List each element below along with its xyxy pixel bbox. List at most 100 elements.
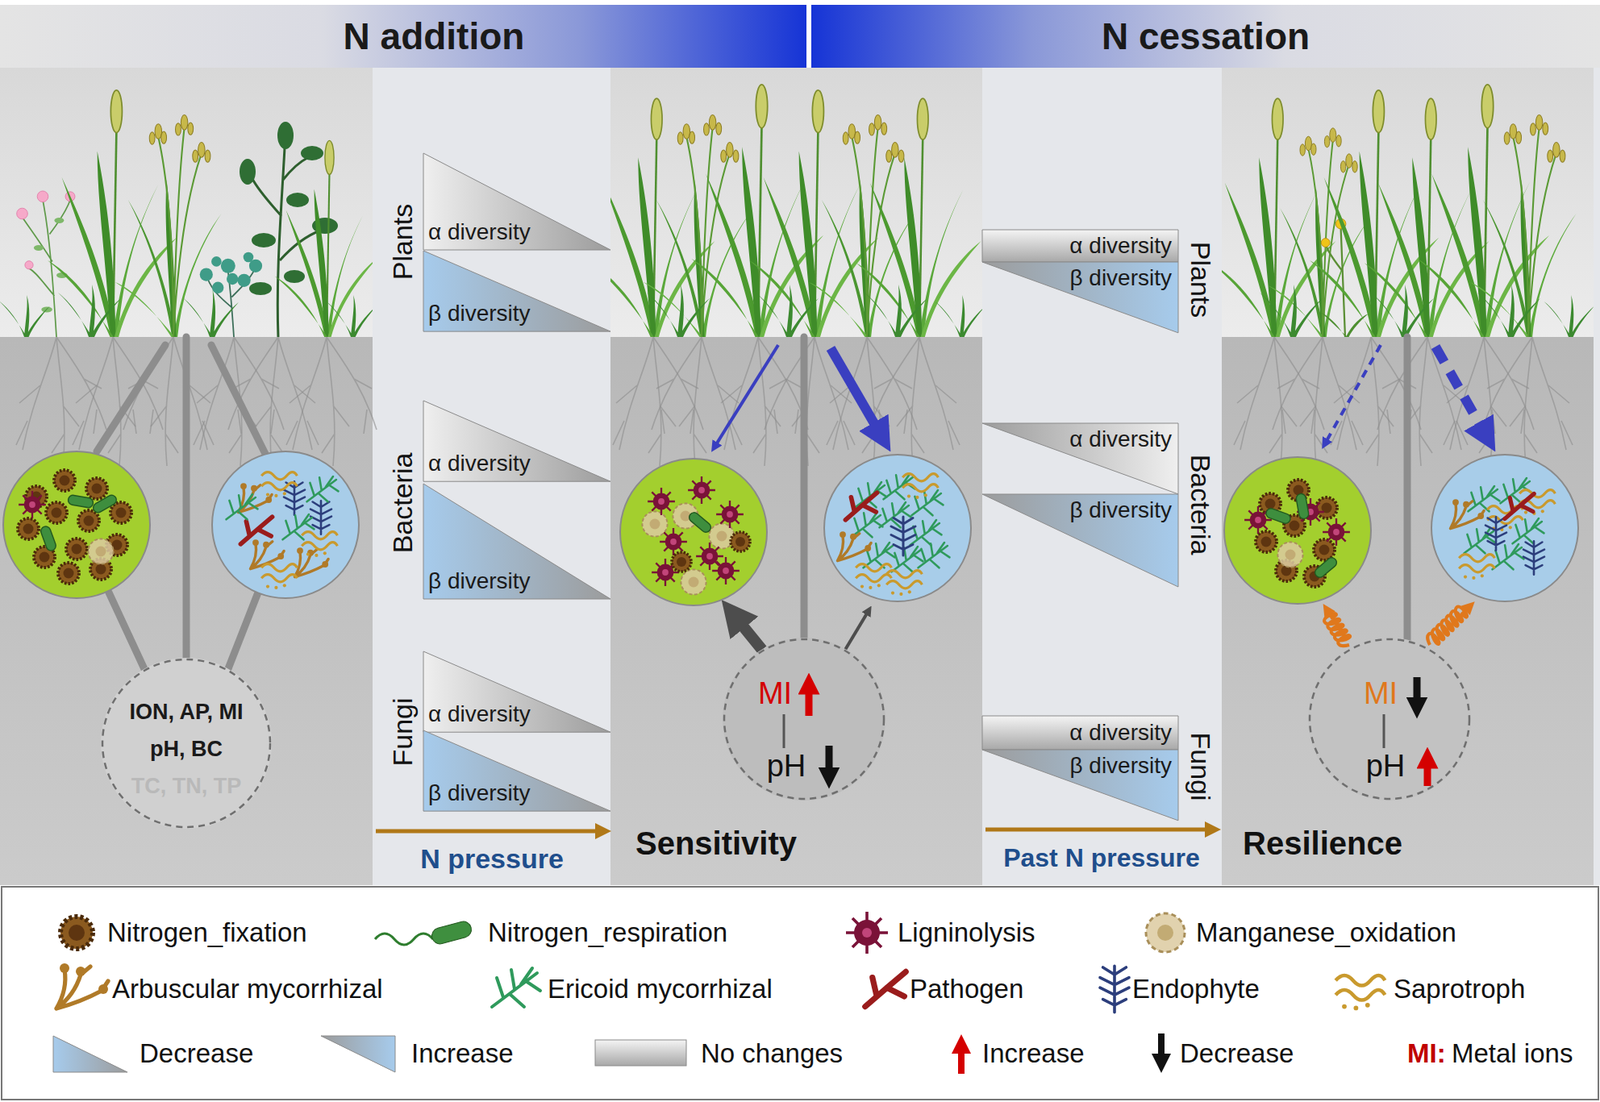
- fungi-circle: [837, 531, 872, 561]
- plants: [200, 252, 263, 338]
- soil-property-text: pH: [766, 749, 807, 785]
- legend-text: Manganese_oxidation: [1195, 917, 1457, 949]
- wedge-fill: [423, 730, 611, 812]
- diversity-wedge: β diversity: [423, 730, 611, 812]
- fungi-circle: [1504, 493, 1534, 519]
- plant-effect-arrows: [1435, 346, 1489, 441]
- diversity-text: β diversity: [1069, 265, 1172, 292]
- group-label: Fungi: [387, 697, 419, 767]
- change-arrows: [805, 683, 813, 717]
- legend-item: Endophyte: [1132, 974, 1260, 1005]
- diversity-wedge: β diversity: [423, 250, 611, 332]
- legend-item: Nitrogen_respiration: [487, 917, 728, 949]
- legend-text: Arbuscular mycorrhizal: [112, 974, 384, 1005]
- fungi-circle: [226, 494, 259, 520]
- legend-text: Decrease: [1179, 1038, 1294, 1070]
- roots: [1443, 337, 1534, 467]
- increase-arrow: [958, 1044, 965, 1075]
- diversity-band: α diversity: [982, 229, 1179, 263]
- legend-frame: [1, 887, 1599, 1100]
- fungi-circle: [902, 474, 938, 500]
- bacteria-circle: [17, 518, 39, 540]
- plants: [643, 115, 750, 338]
- soil-property-circle: MIpH: [1308, 637, 1471, 801]
- bacteria-circle: [671, 552, 692, 572]
- no-change-symbol: [595, 1040, 687, 1067]
- legend-frame: [1, 887, 1599, 1100]
- plants: [1470, 115, 1577, 338]
- group-label: Fungi: [1183, 732, 1216, 801]
- decrease-arrow: [1158, 1033, 1165, 1064]
- bacteria-circle: [67, 494, 95, 509]
- bacteria-circle: [87, 538, 113, 564]
- bacteria-circle: [58, 562, 80, 584]
- bacteria-circle: [39, 525, 58, 552]
- fungi-circle: [1523, 541, 1545, 575]
- plants: [1221, 84, 1594, 338]
- bacteria-circle: [1322, 518, 1350, 546]
- soil-property-circle-fill: [1308, 637, 1471, 801]
- fungi-circle: [1431, 454, 1579, 602]
- plants: [182, 290, 239, 338]
- bacteria-circle: [110, 502, 132, 524]
- wedge-fill: [982, 262, 1179, 334]
- fungi-circle: [1468, 486, 1500, 512]
- legend-item: Increase: [982, 1038, 1085, 1070]
- change-arrows: [825, 745, 834, 779]
- bacteria-circle: [1313, 539, 1335, 561]
- bacteria-circle: [687, 476, 716, 505]
- plants: [864, 284, 928, 338]
- soil-property-text: pH: [1366, 749, 1406, 785]
- connection-lines: [108, 592, 146, 671]
- bacteria-circle: [54, 470, 75, 492]
- wedge-fill: [982, 750, 1179, 821]
- legend-item: Decrease: [1179, 1038, 1294, 1070]
- legend-text: Pathogen: [909, 974, 1024, 1005]
- fungi-circle: [1450, 499, 1485, 529]
- fungi-circle: [918, 542, 950, 568]
- fungi-circle: [240, 516, 272, 545]
- wedge-fill: [423, 651, 611, 733]
- legend-symbols: [1145, 913, 1185, 953]
- legend-text: Decrease: [139, 1038, 254, 1070]
- diversity-band: α diversity: [982, 716, 1179, 750]
- diversity-wedge: β diversity: [982, 262, 1179, 334]
- bacteria-circle: [1255, 531, 1277, 553]
- state-label: Resilience: [1242, 825, 1403, 863]
- pressure-arrows: [375, 829, 605, 834]
- diversity-text: β diversity: [428, 568, 531, 595]
- bacteria-circle: [1312, 555, 1339, 580]
- fungi-circle: [886, 570, 922, 596]
- dashed-outline: [102, 659, 271, 828]
- fungi-circle: [879, 502, 912, 528]
- legend-text: Metal ions: [1451, 1038, 1573, 1070]
- roots: [764, 337, 855, 467]
- group-label: Plants: [1183, 241, 1216, 319]
- bacteria-circle: [86, 478, 108, 500]
- bacteria-circle: [1264, 507, 1292, 525]
- diversity-wedge: β diversity: [982, 750, 1179, 821]
- plants: [1267, 128, 1368, 338]
- state-label: Sensitivity: [635, 825, 797, 863]
- change-arrows: [1424, 758, 1432, 787]
- fungi-circle: [824, 454, 971, 602]
- dashed-outline: [1309, 639, 1470, 800]
- plants: [1364, 98, 1490, 338]
- increase-symbol: [320, 1036, 396, 1073]
- roots: [651, 337, 742, 467]
- background: [610, 67, 983, 338]
- connection-lines: [96, 345, 166, 452]
- band-title: N addition: [343, 15, 525, 59]
- wedge-fill: [982, 494, 1179, 588]
- bacteria-circle: [3, 451, 150, 599]
- fungi-circle: [283, 514, 315, 540]
- diversity-wedge: α diversity: [423, 651, 611, 733]
- fungi-circle: [855, 564, 892, 590]
- roots: [717, 337, 809, 467]
- diversity-text: β diversity: [428, 300, 531, 327]
- legend-symbols: [845, 912, 888, 955]
- bacteria-circle: [659, 528, 688, 556]
- plants: [275, 140, 373, 338]
